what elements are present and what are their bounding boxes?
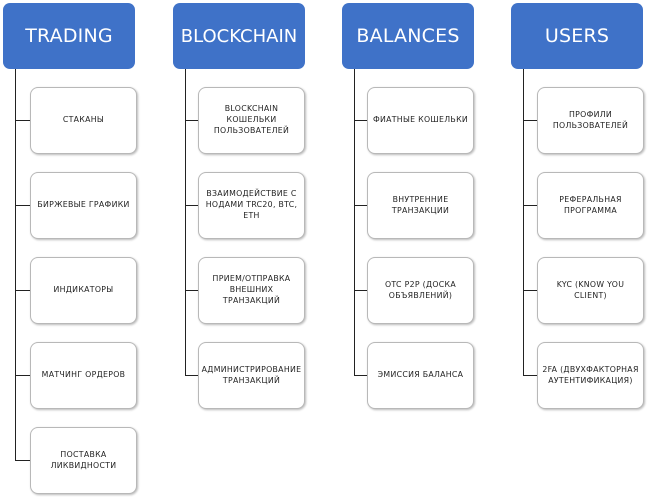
connector-branch bbox=[354, 205, 367, 206]
item-label: ПРИЕМ/ОТПРАВКА ВНЕШНИХ ТРАНЗАКЦИЙ bbox=[212, 274, 291, 305]
item-label: ИНДИКАТОРЫ bbox=[53, 285, 114, 295]
item-label: ФИАТНЫЕ КОШЕЛЬКИ bbox=[372, 115, 469, 125]
item-label: ЭМИССИЯ БАЛАНСА bbox=[377, 370, 464, 380]
connector-branch bbox=[15, 205, 30, 206]
item-label: ВНУТРЕННИЕ ТРАНЗАКЦИИ bbox=[391, 194, 450, 215]
column-header-trading: TRADING bbox=[3, 3, 135, 69]
blockchain-item-user-wallets: BLOCKCHAIN КОШЕЛЬКИ ПОЛЬЗОВАТЕЛЕЙ bbox=[198, 87, 305, 154]
connector-branch bbox=[15, 375, 30, 376]
connector-branch bbox=[15, 120, 30, 121]
item-label: ПОСТАВКА ЛИКВИДНОСТИ bbox=[50, 449, 117, 470]
item-label: ПРОФИЛИ ПОЛЬЗОВАТЕЛЕЙ bbox=[552, 109, 629, 130]
item-label: МАТЧИНГ ОРДЕРОВ bbox=[41, 370, 126, 380]
connector-branch bbox=[15, 460, 30, 461]
balances-item-internal-transactions: ВНУТРЕННИЕ ТРАНЗАКЦИИ bbox=[367, 172, 474, 239]
users-item-2fa: 2FA (ДВУХФАКТОРНАЯ АУТЕНТИФИКАЦИЯ) bbox=[537, 342, 644, 409]
connector-branch bbox=[185, 375, 198, 376]
item-label: РЕФЕРАЛЬНАЯ ПРОГРАММА bbox=[559, 194, 622, 215]
connector-branch bbox=[354, 290, 367, 291]
trading-item-liquidity-supply: ПОСТАВКА ЛИКВИДНОСТИ bbox=[30, 427, 137, 494]
connector-trunk-trading bbox=[15, 69, 16, 460]
blockchain-item-external-transactions: ПРИЕМ/ОТПРАВКА ВНЕШНИХ ТРАНЗАКЦИЙ bbox=[198, 257, 305, 324]
item-label: KYC (KNOW YOU CLIENT) bbox=[556, 279, 625, 300]
column-header-blockchain: BLOCKCHAIN bbox=[173, 3, 305, 69]
connector-branch bbox=[185, 290, 198, 291]
connector-trunk-blockchain bbox=[185, 69, 186, 375]
users-item-kyc: KYC (KNOW YOU CLIENT) bbox=[537, 257, 644, 324]
item-label: АДМИНИСТРИРОВАНИЕ ТРАНЗАКЦИЙ bbox=[201, 364, 302, 385]
blockchain-item-node-interaction: ВЗАИМОДЕЙСТВИЕ С НОДАМИ TRC20, BTC, ETH bbox=[198, 172, 305, 239]
users-item-user-profiles: ПРОФИЛИ ПОЛЬЗОВАТЕЛЕЙ bbox=[537, 87, 644, 154]
trading-item-exchange-charts: БИРЖЕВЫЕ ГРАФИКИ bbox=[30, 172, 137, 239]
column-header-balances: BALANCES bbox=[342, 3, 474, 69]
item-label: BLOCKCHAIN КОШЕЛЬКИ ПОЛЬЗОВАТЕЛЕЙ bbox=[213, 104, 290, 135]
connector-branch bbox=[185, 120, 198, 121]
item-label: 2FA (ДВУХФАКТОРНАЯ АУТЕНТИФИКАЦИЯ) bbox=[542, 364, 639, 385]
connector-trunk-balances bbox=[354, 69, 355, 375]
trading-item-order-books: СТАКАНЫ bbox=[30, 87, 137, 154]
column-header-users: USERS bbox=[511, 3, 643, 69]
users-item-referral-program: РЕФЕРАЛЬНАЯ ПРОГРАММА bbox=[537, 172, 644, 239]
trading-item-indicators: ИНДИКАТОРЫ bbox=[30, 257, 137, 324]
balances-item-otc-p2p: OTC P2P (ДОСКА ОБЪЯВЛЕНИЙ) bbox=[367, 257, 474, 324]
connector-branch bbox=[354, 375, 367, 376]
balances-item-fiat-wallets: ФИАТНЫЕ КОШЕЛЬКИ bbox=[367, 87, 474, 154]
item-label: ВЗАИМОДЕЙСТВИЕ С НОДАМИ TRC20, BTC, ETH bbox=[205, 189, 298, 220]
connector-branch bbox=[523, 290, 537, 291]
connector-branch bbox=[523, 375, 537, 376]
item-label: СТАКАНЫ bbox=[62, 115, 105, 125]
item-label: БИРЖЕВЫЕ ГРАФИКИ bbox=[37, 200, 130, 210]
connector-branch bbox=[15, 290, 30, 291]
item-label: OTC P2P (ДОСКА ОБЪЯВЛЕНИЙ) bbox=[385, 279, 456, 300]
connector-branch bbox=[523, 205, 537, 206]
trading-item-order-matching: МАТЧИНГ ОРДЕРОВ bbox=[30, 342, 137, 409]
connector-branch bbox=[185, 205, 198, 206]
connector-branch bbox=[523, 120, 537, 121]
balances-item-balance-emission: ЭМИССИЯ БАЛАНСА bbox=[367, 342, 474, 409]
blockchain-item-transaction-admin: АДМИНИСТРИРОВАНИЕ ТРАНЗАКЦИЙ bbox=[198, 342, 305, 409]
connector-branch bbox=[354, 120, 367, 121]
connector-trunk-users bbox=[523, 69, 524, 375]
